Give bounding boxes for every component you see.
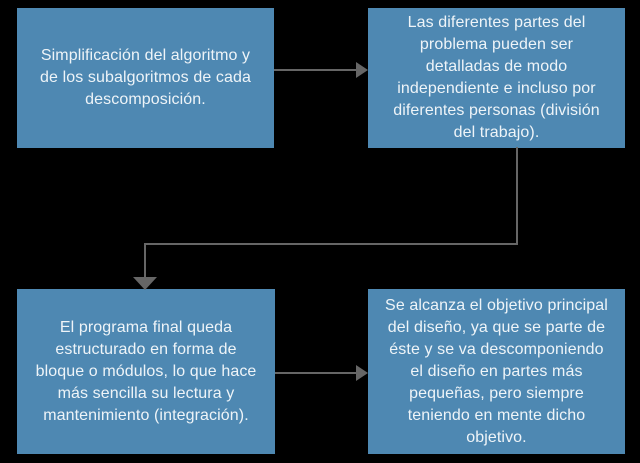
diagram-box-bottom-right-text: Se alcanza el objetivo principal del dis…: [385, 296, 608, 446]
connector-top-line: [274, 69, 356, 71]
diagram-box-top-right-text: Las diferentes partes del problema puede…: [393, 14, 600, 141]
diagram-box-bottom-right: Se alcanza el objetivo principal del dis…: [368, 289, 625, 454]
diagram-box-bottom-left: El programa final queda estructurado en …: [17, 289, 275, 454]
connector-bottom-line: [275, 372, 356, 374]
connector-elbow-segment-across: [144, 243, 518, 245]
connector-elbow-segment-drop: [144, 245, 146, 278]
diagram-box-bottom-left-text: El programa final queda estructurado en …: [35, 318, 257, 424]
arrowhead-right-icon: [356, 62, 368, 78]
diagram-box-top-left-text: Simplificación del algoritmo y de los su…: [40, 47, 251, 108]
arrowhead-right-icon: [356, 365, 368, 381]
diagram-box-top-left: Simplificación del algoritmo y de los su…: [17, 8, 274, 148]
arrowhead-down-icon: [133, 277, 157, 290]
connector-elbow-segment-down: [516, 147, 518, 245]
diagram-box-top-right: Las diferentes partes del problema puede…: [368, 8, 625, 148]
